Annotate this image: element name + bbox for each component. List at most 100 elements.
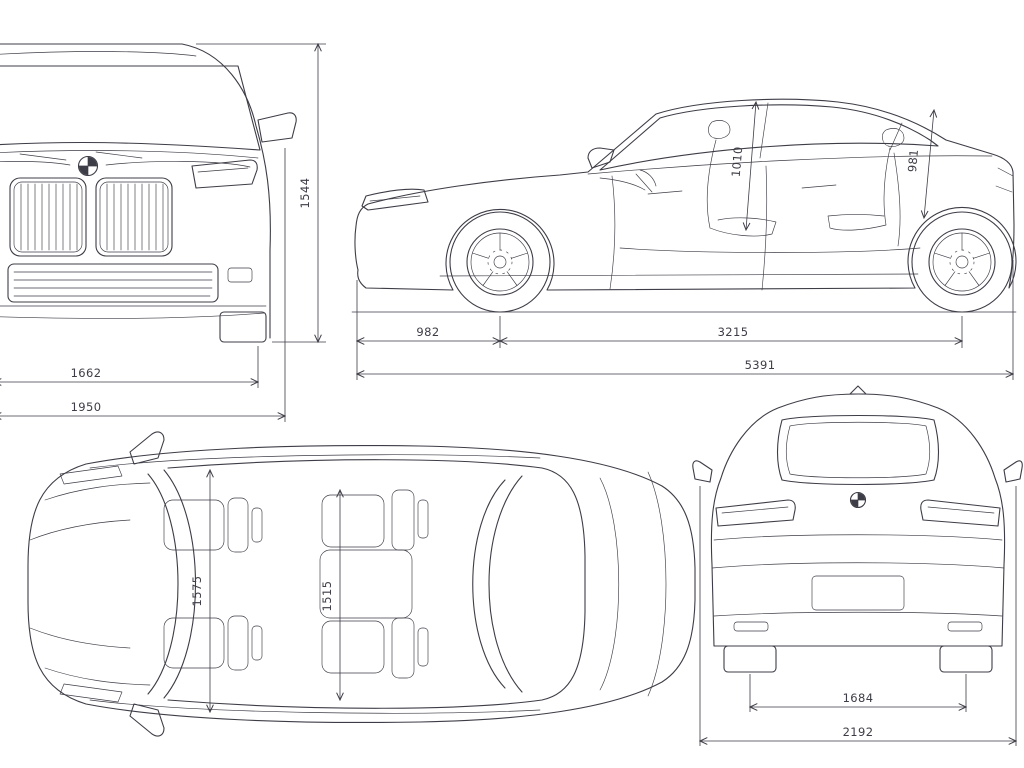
front-seat <box>706 120 777 237</box>
front-rim <box>466 228 534 296</box>
grille-slats-left <box>20 183 78 251</box>
grille-kidney-right <box>95 177 173 257</box>
rear-left-taillight-line <box>721 506 789 514</box>
driver-seat-back <box>227 497 249 553</box>
bumper-intake-slats <box>13 271 213 297</box>
front-right-mirror <box>257 112 297 143</box>
side-taillight-lines <box>995 167 1014 193</box>
front-bolt-circle <box>487 249 513 275</box>
front-spokes <box>472 232 528 286</box>
floor-line <box>619 247 921 253</box>
side-b-pillar <box>759 102 769 159</box>
rear-right-reflector <box>947 621 983 632</box>
dimension-line <box>920 108 938 220</box>
rear-window-inner <box>785 421 931 479</box>
front-roof-line <box>0 51 197 57</box>
rear-right-headrest <box>417 627 429 667</box>
overall-length-label: 5391 <box>745 358 776 372</box>
rear-right-back <box>391 617 415 679</box>
license-plate-recess <box>811 575 905 611</box>
side-body-outline <box>354 98 1017 291</box>
rear-left-tire <box>723 645 777 673</box>
top-body-outline <box>27 444 696 724</box>
front-right-headlight-drl <box>197 167 249 173</box>
rear-window <box>776 414 940 486</box>
rear-seat <box>827 128 905 231</box>
bumper-lower-line <box>713 611 1003 617</box>
roundel-quarter-tr <box>858 493 865 500</box>
front-right-tire <box>219 311 267 343</box>
front-wipers <box>19 151 143 161</box>
top-view: 1575 1515 <box>27 431 696 737</box>
dim-front-overall-width: 1950 <box>0 148 287 422</box>
rear-rim <box>928 228 996 296</box>
side-headlight-drl <box>369 195 421 202</box>
passenger-headrest <box>251 625 263 661</box>
top-right-mirror <box>129 703 165 737</box>
dim-rear-headroom: 981 <box>905 108 938 220</box>
steering-wheel <box>635 169 657 193</box>
wheelbase-label: 3215 <box>718 325 749 339</box>
roundel-quarter-bl <box>79 166 88 175</box>
rear-left-headrest <box>417 499 429 539</box>
rear-right-mirror <box>1003 460 1023 483</box>
bmw-roundel-icon <box>77 155 99 177</box>
front-overhang-label: 982 <box>416 325 439 339</box>
rear-left-taillight <box>715 499 796 527</box>
side-view: 1010 981 982 3215 5391 <box>351 98 1017 380</box>
dim-rear-track-width: 1684 <box>748 674 968 712</box>
dim-top-front-interior-width: 1575 <box>190 468 214 714</box>
bmw-roundel-rear-icon <box>849 491 867 509</box>
front-grille <box>9 177 173 257</box>
rear-tire <box>911 211 1013 313</box>
trunk-crease <box>713 534 1003 541</box>
rear-track-width-label: 1684 <box>843 691 874 705</box>
side-interior-sketch <box>599 120 921 253</box>
dashboard-line <box>599 177 646 191</box>
rear-wheel <box>911 211 1013 313</box>
rear-hub <box>955 255 969 269</box>
front-view: 1544 1662 1950 <box>0 42 326 422</box>
front-lower-width-label: 1662 <box>71 366 102 380</box>
grille-kidney-left <box>9 177 87 257</box>
roof-antenna-fin <box>849 385 867 395</box>
rear-left-mirror <box>692 460 713 483</box>
rear-bolt-circle <box>949 249 975 275</box>
front-hood-creases <box>0 150 259 168</box>
dim-front-height: 1544 <box>196 42 326 344</box>
top-front-seats <box>163 497 263 671</box>
side-door-cutlines <box>609 152 901 291</box>
front-wheel <box>449 211 551 313</box>
dim-top-rear-interior-width: 1515 <box>320 488 344 702</box>
passenger-seat-back <box>227 615 249 671</box>
side-rocker-line <box>439 273 919 277</box>
side-door-handles <box>647 184 837 195</box>
rear-view: 1684 2192 <box>692 385 1023 746</box>
front-hub <box>493 255 507 269</box>
front-body-outline <box>0 43 271 339</box>
rear-right-taillight <box>920 499 1001 527</box>
dim-overall-length: 5391 <box>355 260 1015 380</box>
extension-line <box>699 486 1017 746</box>
rear-body-outline <box>710 393 1006 647</box>
front-bumper <box>0 263 267 319</box>
bumper-intake-frame <box>7 263 219 303</box>
top-left-mirror <box>129 431 165 465</box>
top-rear-width-label: 1515 <box>320 581 334 612</box>
top-greenhouse-outline <box>167 459 586 709</box>
rear-left-back <box>391 489 415 551</box>
rear-overall-width-label: 2192 <box>843 725 874 739</box>
roundel-quarter-tr <box>88 157 97 166</box>
top-front-width-label: 1575 <box>190 576 204 607</box>
driver-headrest <box>251 507 263 543</box>
passenger-seat-cushion <box>163 617 225 669</box>
front-height-label: 1544 <box>298 178 312 209</box>
bumper-top-line <box>711 562 1005 569</box>
bumper-lower-edge <box>0 305 267 319</box>
rear-right-cushion <box>321 620 385 674</box>
dim-front-overhang: 982 <box>355 280 502 380</box>
top-windshield-arcs <box>147 469 196 699</box>
side-beltline <box>587 155 993 175</box>
rear-headroom-label: 981 <box>905 149 921 173</box>
